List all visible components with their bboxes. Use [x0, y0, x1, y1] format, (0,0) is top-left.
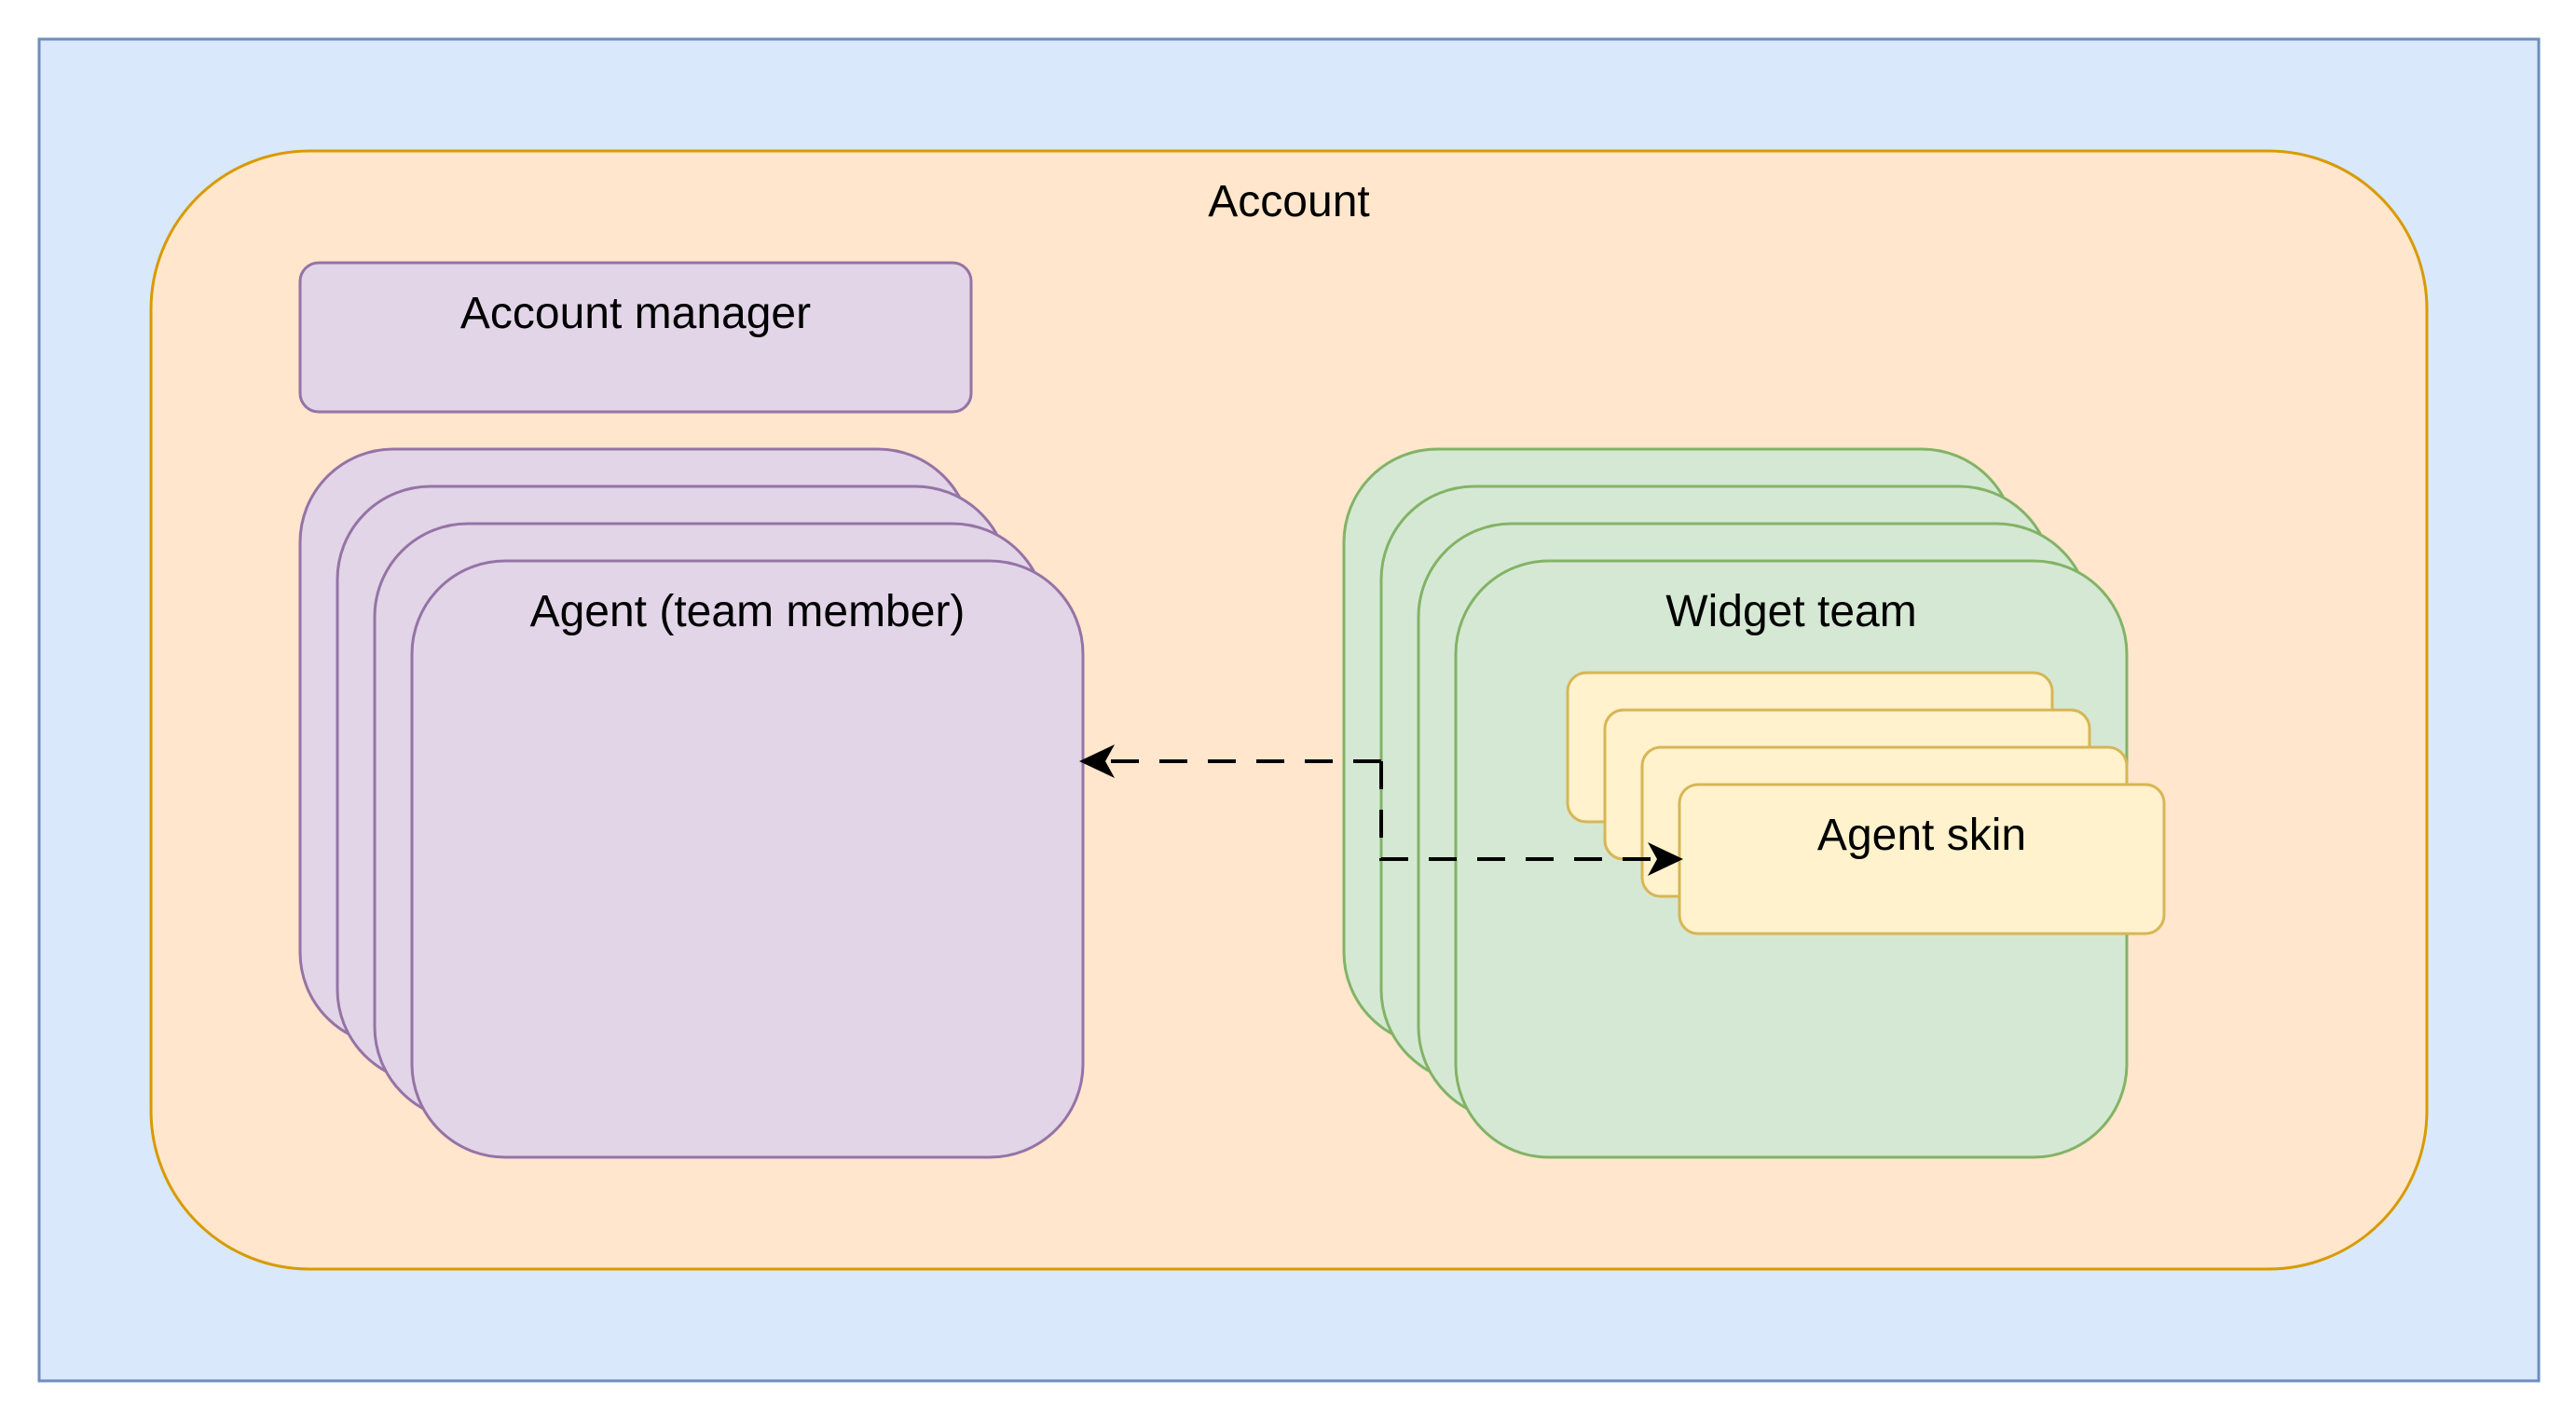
- widget-team-label: Widget team: [1665, 587, 1916, 636]
- agent-team-member-label: Agent (team member): [530, 587, 966, 636]
- agent-skin-label: Agent skin: [1817, 811, 2026, 860]
- agent-stack: Agent (team member): [298, 447, 1085, 1159]
- account-label: Account: [1208, 177, 1369, 226]
- connector-widget-to-skin[interactable]: [1379, 761, 1683, 876]
- account-manager-box[interactable]: [298, 261, 973, 414]
- agent-skin-stack: Agent skin: [1566, 671, 2166, 935]
- account-manager-label: Account manager: [460, 289, 811, 338]
- agent-team-member-card[interactable]: [410, 559, 1085, 1159]
